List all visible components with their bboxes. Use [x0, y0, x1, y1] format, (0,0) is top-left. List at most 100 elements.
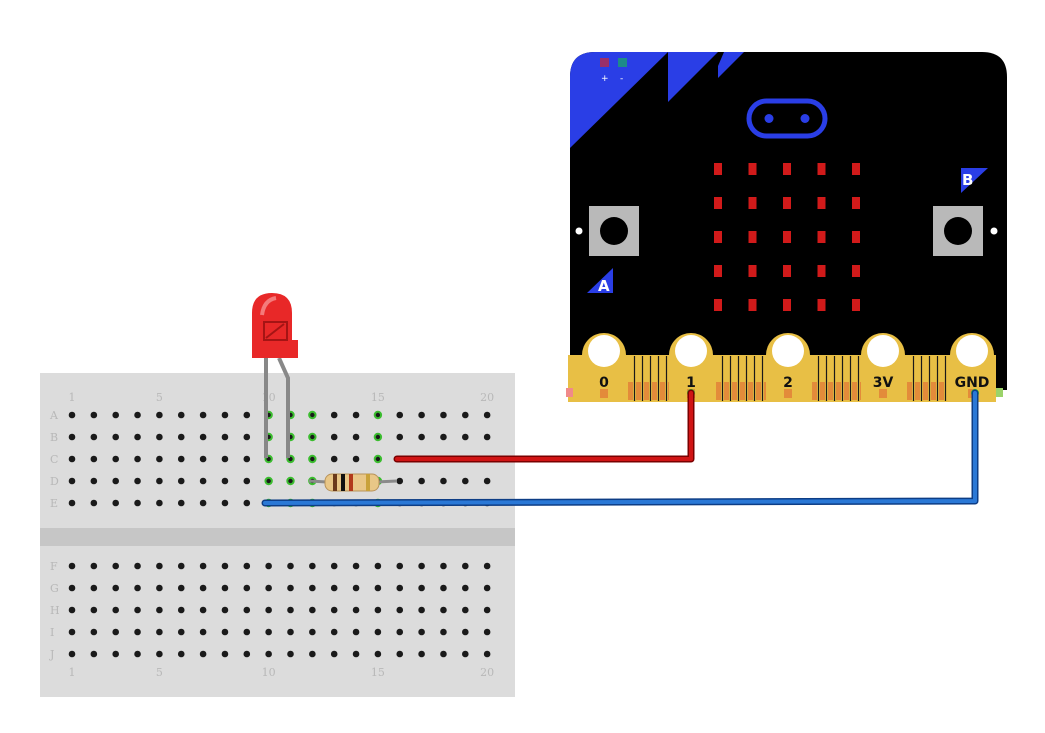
breadboard-hole	[483, 606, 491, 614]
column-label: 10	[262, 391, 276, 404]
breadboard-hole	[68, 411, 76, 419]
breadboard-hole	[462, 477, 469, 485]
connected-hole-center	[288, 478, 293, 484]
breadboard-hole	[330, 455, 338, 463]
breadboard-hole	[90, 584, 98, 592]
led-cathode-leg	[277, 357, 290, 458]
breadboard-hole	[352, 628, 360, 636]
led-pixel	[852, 197, 860, 209]
breadboard-hole	[90, 433, 98, 441]
breadboard-hole	[462, 650, 469, 658]
microbit-logo-eye-left	[764, 114, 774, 123]
microbit-logo-eye-right	[800, 114, 810, 123]
small-pin-pad	[732, 382, 737, 400]
breadboard-hole	[352, 455, 360, 463]
button-a-indicator	[587, 268, 613, 293]
pin-label: 2	[783, 375, 793, 391]
resistor-band-3	[349, 474, 353, 491]
breadboard-hole	[156, 455, 163, 463]
button-b-cap[interactable]	[944, 217, 972, 245]
led-body	[252, 293, 298, 358]
pin-contact	[600, 389, 608, 398]
pin-contact	[879, 389, 887, 398]
connector-end-left	[566, 388, 573, 397]
column-label: 20	[480, 666, 494, 679]
breadboard-hole	[221, 562, 229, 570]
breadboard-hole	[90, 455, 98, 463]
button-a-cap[interactable]	[600, 217, 628, 245]
breadboard-hole	[68, 499, 76, 507]
breadboard-hole	[352, 606, 360, 614]
breadboard-hole	[330, 628, 338, 636]
breadboard-hole	[418, 411, 425, 419]
breadboard-hole	[90, 562, 98, 570]
battery-plus-pad	[600, 58, 609, 67]
breadboard-hole	[156, 477, 163, 485]
breadboard-hole	[112, 562, 119, 570]
breadboard-hole	[177, 562, 185, 570]
small-pin-pad	[844, 382, 849, 400]
breadboard-hole	[68, 455, 76, 463]
connected-hole-center	[375, 412, 381, 418]
breadboard-hole	[68, 650, 76, 658]
pin-label: 1	[686, 375, 696, 391]
connected-hole-center	[375, 434, 381, 440]
small-pin-pad	[820, 382, 825, 400]
breadboard-hole	[177, 411, 185, 419]
breadboard-hole	[462, 584, 469, 592]
breadboard-hole	[134, 628, 141, 636]
breadboard-hole	[134, 411, 141, 419]
breadboard-hole	[177, 584, 185, 592]
breadboard-hole	[68, 628, 76, 636]
breadboard-hole	[243, 433, 251, 441]
breadboard-hole	[156, 628, 163, 636]
breadboard-hole	[177, 650, 185, 658]
breadboard-hole	[112, 455, 119, 463]
breadboard-hole	[221, 477, 229, 485]
breadboard-hole	[440, 606, 447, 614]
breadboard-hole	[462, 628, 469, 636]
row-label: D	[50, 475, 59, 488]
small-pin-pad	[852, 382, 857, 400]
small-pin-pad	[716, 382, 721, 400]
row-label: F	[50, 560, 58, 573]
resistor	[308, 473, 398, 492]
pin-hole	[956, 335, 988, 367]
breadboard-hole	[156, 584, 163, 592]
row-label: E	[50, 497, 58, 510]
breadboard-hole	[374, 650, 382, 658]
breadboard-hole	[199, 477, 207, 485]
led-pixel	[783, 299, 791, 311]
breadboard-hole	[221, 628, 229, 636]
led-pixel	[748, 265, 757, 277]
resistor-band-1	[333, 474, 337, 491]
led-pixel	[714, 299, 722, 311]
microbit-stripe-1	[668, 52, 718, 102]
led-pixel	[852, 163, 860, 175]
pin-hole	[588, 335, 620, 367]
breadboard-hole	[134, 455, 141, 463]
microbit-body	[570, 52, 1007, 390]
connected-hole-center	[310, 456, 315, 462]
breadboard-hole	[418, 562, 425, 570]
breadboard-hole	[156, 562, 163, 570]
breadboard-hole	[68, 584, 76, 592]
pin-label: GND	[955, 375, 990, 391]
breadboard-hole	[221, 499, 229, 507]
breadboard-hole	[112, 584, 119, 592]
breadboard-hole	[199, 499, 207, 507]
breadboard-hole	[221, 411, 229, 419]
breadboard-hole	[68, 606, 76, 614]
pin-hole	[675, 335, 707, 367]
breadboard-hole	[265, 562, 272, 570]
small-pin-pad	[756, 382, 761, 400]
small-pin-pad	[660, 382, 665, 400]
breadboard-hole	[352, 650, 360, 658]
led-pixel	[783, 197, 791, 209]
breadboard-hole	[418, 584, 425, 592]
breadboard-hole	[287, 584, 294, 592]
column-label: 20	[480, 391, 494, 404]
column-label: 1	[69, 666, 76, 679]
breadboard-hole	[374, 628, 382, 636]
